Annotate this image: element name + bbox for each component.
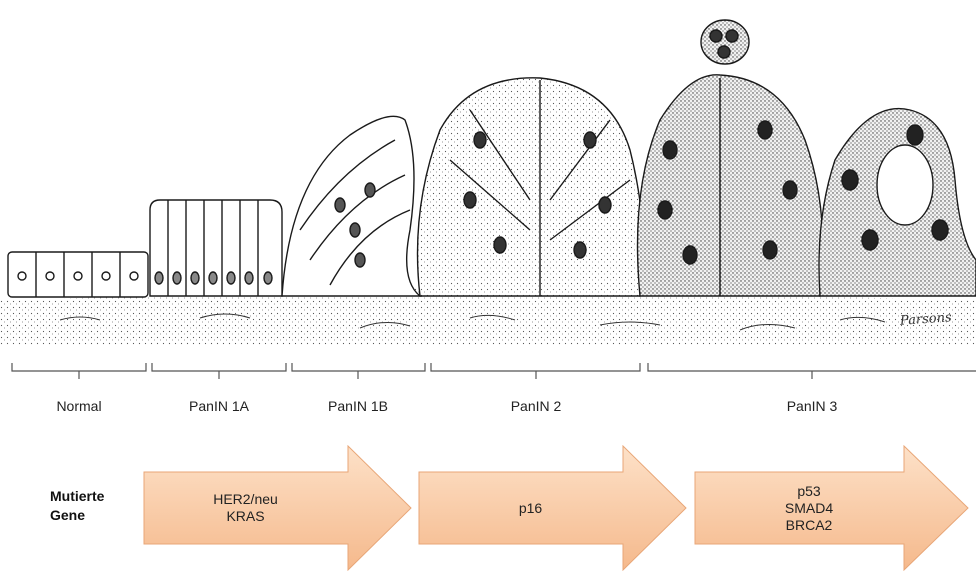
bracket-panin1a — [152, 363, 286, 379]
bracket-panin2 — [431, 363, 640, 379]
gene-arrow-2-text: p16 — [418, 445, 643, 571]
gene-arrow-3: p53 SMAD4 BRCA2 — [694, 445, 970, 571]
gene-her2: HER2/neu — [213, 491, 278, 508]
stage-label-normal: Normal — [56, 398, 101, 414]
gene-p16: p16 — [519, 500, 542, 517]
stage-brackets — [0, 355, 976, 385]
panin1b-epithelium — [282, 116, 420, 296]
detached-cell-cluster — [701, 20, 749, 64]
gene-brca2: BRCA2 — [786, 517, 833, 534]
mutated-genes-title-line2: Gene — [50, 506, 104, 525]
gene-p53: p53 — [797, 483, 820, 500]
stage-label-panin2: PanIN 2 — [511, 398, 562, 414]
stage-label-panin1b: PanIN 1B — [328, 398, 388, 414]
mutated-genes-title: Mutierte Gene — [50, 487, 104, 525]
gene-arrow-3-text: p53 SMAD4 BRCA2 — [694, 445, 924, 571]
gene-arrow-1-text: HER2/neu KRAS — [143, 445, 348, 571]
bracket-panin1b — [292, 363, 425, 379]
bracket-panin3 — [648, 363, 976, 379]
panin3-epithelium — [638, 75, 823, 296]
mutated-genes-title-line1: Mutierte — [50, 487, 104, 506]
gene-arrow-1: HER2/neu KRAS — [143, 445, 413, 571]
gene-smad4: SMAD4 — [785, 500, 833, 517]
panin3-loop — [819, 109, 976, 296]
gene-kras: KRAS — [226, 508, 264, 525]
panin2-epithelium — [418, 78, 644, 296]
stage-label-panin3: PanIN 3 — [787, 398, 838, 414]
panin1a-epithelium — [150, 200, 282, 296]
gene-arrow-2: p16 — [418, 445, 688, 571]
normal-epithelium — [8, 252, 148, 297]
epithelium-illustration — [0, 0, 976, 360]
stage-label-panin1a: PanIN 1A — [189, 398, 249, 414]
bracket-normal — [12, 363, 146, 379]
